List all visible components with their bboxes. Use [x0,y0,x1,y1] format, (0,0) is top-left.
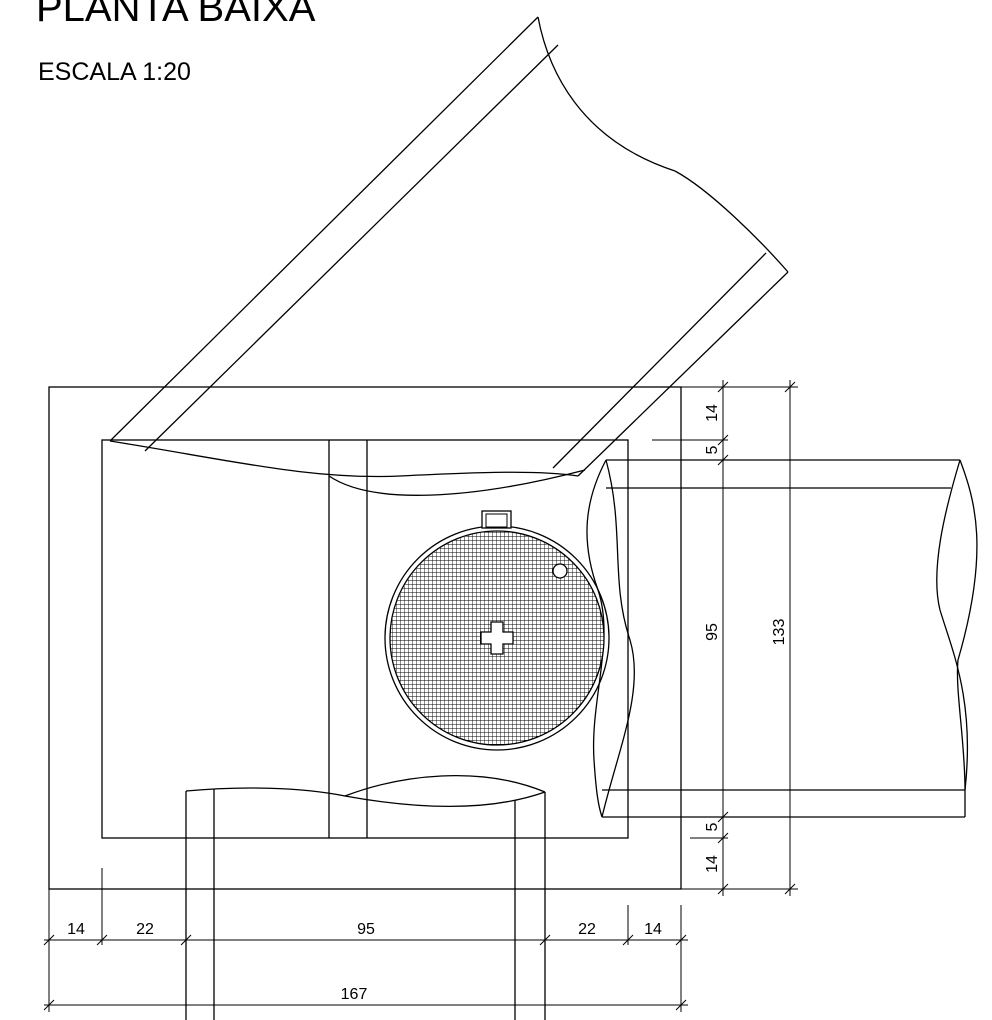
drawing-scale: ESCALA 1:20 [38,58,191,86]
dim-bottom-total: 167 [341,986,368,1003]
outer-wall [48,386,682,890]
drawing-title: PLANTA BAIXA [36,0,316,30]
pipe-break-top [328,469,586,496]
dim-right-total: 133 [771,619,788,646]
manhole-cover [384,510,610,751]
dim-bottom-left-inner: 22 [136,921,154,938]
dim-bottom-right-outer: 14 [644,921,662,938]
dim-right-top-inner: 5 [704,445,721,454]
dim-right-center: 95 [704,623,721,641]
inner-chamber [101,439,629,839]
dim-right-top-outer: 14 [704,404,721,422]
dim-bottom-left-outer: 14 [67,921,85,938]
right-dimensions: 14 5 95 5 14 133 [652,380,798,896]
dim-bottom-center: 95 [357,921,375,938]
bottom-dimensions: 14 22 95 22 14 167 [43,868,688,1012]
outlet-pipe-bottom [185,775,546,1020]
inlet-pipe-diagonal [109,16,789,478]
dim-right-bottom-outer: 14 [704,855,721,873]
dim-right-bottom-inner: 5 [704,822,721,831]
dim-bottom-right-inner: 22 [578,921,596,938]
